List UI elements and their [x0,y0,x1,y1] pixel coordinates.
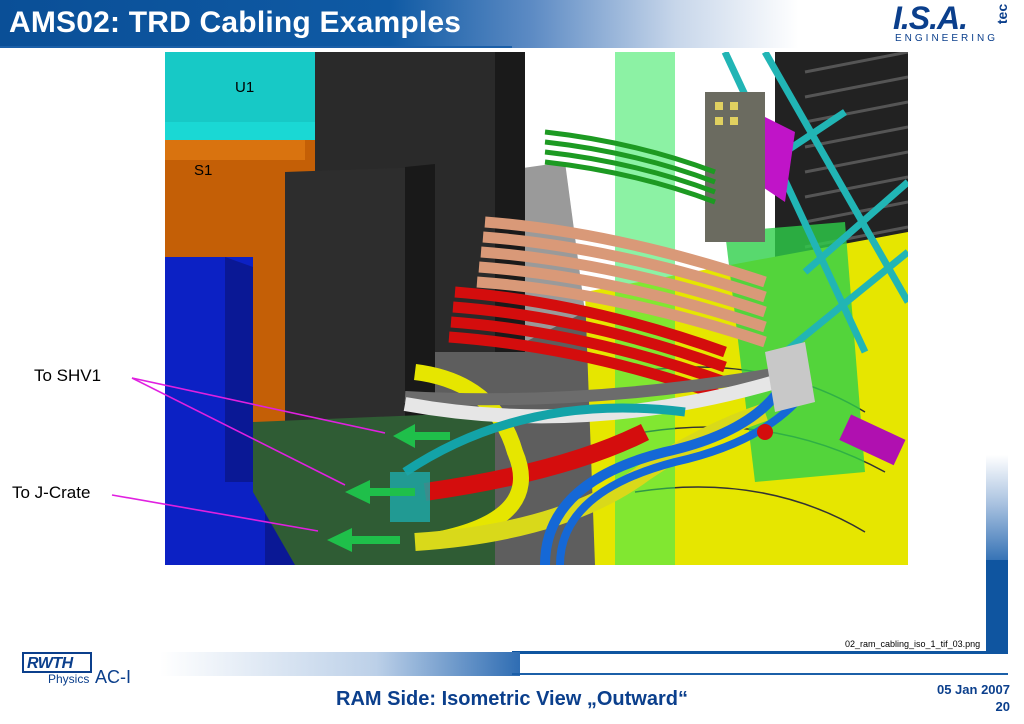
logo-suffix-text: tec [994,3,1010,25]
slide-subtitle: RAM Side: Isometric View „Outward“ [336,688,688,710]
slide-title: AMS02: TRD Cabling Examples [9,6,462,39]
callout-to-j-crate: To J-Crate [12,483,91,502]
rwth-logo-text: RWTH [27,655,73,672]
slide-date: 05 Jan 2007 [936,682,1010,697]
label-u1: U1 [235,79,255,96]
header-underline [0,46,512,48]
callout-to-shv1: To SHV1 [34,366,102,385]
rwth-physics-label: Physics [48,672,90,686]
rwth-logo: RWTH Physics AC-I [22,652,152,692]
image-filename: 02_ram_cabling_iso_1_tif_03.png [845,639,981,649]
rwth-logo-box: RWTH [22,652,92,673]
cabling-render-image [165,52,908,565]
isa-tec-logo: I.S.A. tec ENGINEERING [893,0,1013,46]
logo-tagline: ENGINEERING [895,33,999,44]
header-gradient-bar [0,0,1024,48]
slide-header: AMS02: TRD Cabling Examples I.S.A. tec E… [0,0,1024,48]
slide-page-number: 20 [995,699,1010,714]
right-accent-bar [986,560,1008,654]
cabling-illustration [165,52,908,565]
label-s1: S1 [194,162,213,179]
footer-underline [512,673,1008,675]
logo-main-text: I.S.A. [893,0,968,36]
footer-gradient-bar [160,652,520,676]
rwth-aci-label: AC-I [95,667,131,687]
bottom-accent-bar [512,651,1008,654]
